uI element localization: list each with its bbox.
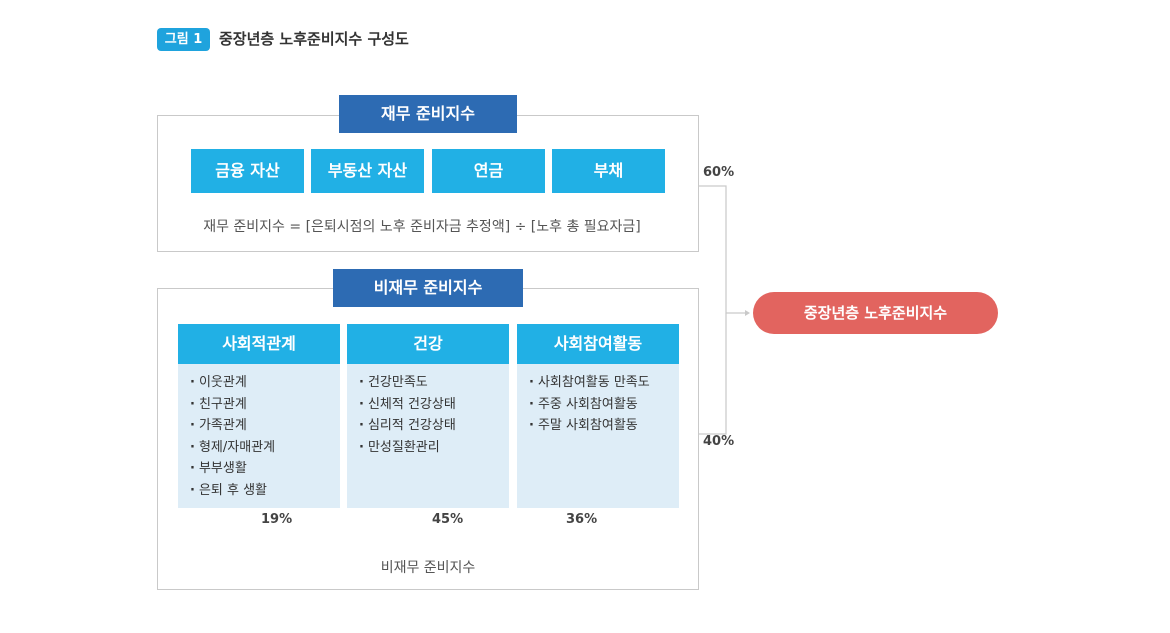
column-header-health: 건강: [347, 324, 509, 364]
nonfinancial-header: 비재무 준비지수: [333, 269, 523, 307]
nonfinancial-footer-label: 비재무 준비지수: [380, 560, 476, 576]
list-item: 주중 사회참여활동: [529, 394, 679, 416]
financial-formula: 재무 준비지수 = [은퇴시점의 노후 준비자금 추정액] ÷ [노후 총 필요…: [203, 219, 641, 235]
financial-connector: [699, 185, 745, 314]
nonfinancial-connector: [699, 313, 727, 435]
list-item: 은퇴 후 생활: [190, 480, 340, 502]
health-weight: 45%: [432, 512, 464, 527]
social-relations-list: 이웃관계 친구관계 가족관계 형제/자매관계 부부생활 은퇴 후 생활: [190, 372, 340, 501]
result-pill: 중장년층 노후준비지수: [753, 292, 998, 334]
figure-title: 중장년층 노후준비지수 구성도: [219, 30, 409, 48]
list-item: 사회참여활동 만족도: [529, 372, 679, 394]
arrow-head: [745, 310, 750, 316]
financial-category-pension: 연금: [432, 149, 545, 193]
list-item: 친구관계: [190, 394, 340, 416]
list-item: 이웃관계: [190, 372, 340, 394]
financial-category-real-estate: 부동산 자산: [311, 149, 424, 193]
list-item: 심리적 건강상태: [359, 415, 509, 437]
column-header-social-participation: 사회참여활동: [517, 324, 679, 364]
social-participation-weight: 36%: [566, 512, 598, 527]
financial-category-financial-assets: 금융 자산: [191, 149, 304, 193]
health-list: 건강만족도 신체적 건강상태 심리적 건강상태 만성질환관리: [359, 372, 509, 458]
financial-weight: 60%: [703, 165, 735, 180]
list-item: 부부생활: [190, 458, 340, 480]
list-item: 신체적 건강상태: [359, 394, 509, 416]
list-item: 건강만족도: [359, 372, 509, 394]
list-item: 주말 사회참여활동: [529, 415, 679, 437]
social-relations-weight: 19%: [261, 512, 293, 527]
financial-category-debt: 부채: [552, 149, 665, 193]
social-participation-list: 사회참여활동 만족도 주중 사회참여활동 주말 사회참여활동: [529, 372, 679, 437]
column-header-social-relations: 사회적관계: [178, 324, 340, 364]
column-body-social-relations: 이웃관계 친구관계 가족관계 형제/자매관계 부부생활 은퇴 후 생활: [178, 364, 340, 508]
column-body-social-participation: 사회참여활동 만족도 주중 사회참여활동 주말 사회참여활동: [517, 364, 679, 508]
figure-badge: 그림 1: [157, 28, 210, 51]
financial-header: 재무 준비지수: [339, 95, 517, 133]
list-item: 형제/자매관계: [190, 437, 340, 459]
nonfinancial-weight: 40%: [703, 434, 735, 449]
list-item: 만성질환관리: [359, 437, 509, 459]
column-body-health: 건강만족도 신체적 건강상태 심리적 건강상태 만성질환관리: [347, 364, 509, 508]
list-item: 가족관계: [190, 415, 340, 437]
